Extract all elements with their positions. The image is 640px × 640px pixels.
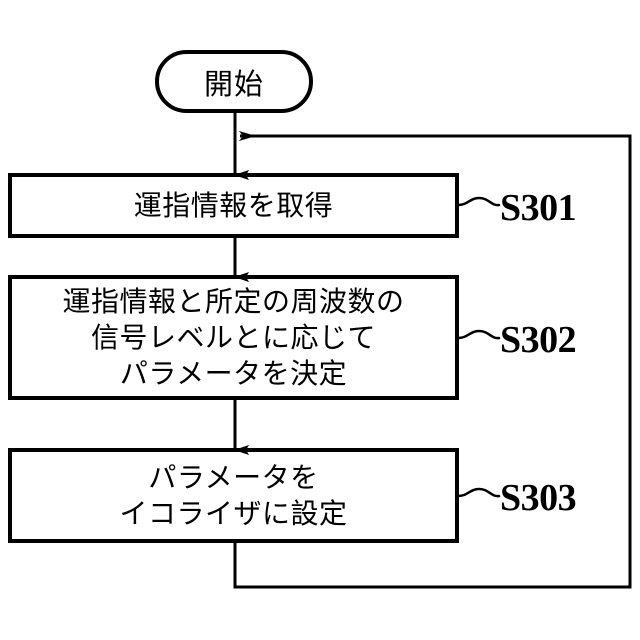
- process-box-s302: [8, 275, 459, 400]
- step-reference-s302: S302: [500, 319, 577, 361]
- process-box-s301: [8, 173, 459, 238]
- process-box-s303: [8, 448, 459, 543]
- connector-loop-back: [233, 131, 632, 589]
- step-reference-s303: S303: [500, 477, 577, 519]
- leader-s303-icon: [456, 487, 501, 498]
- terminator-start-shape: [155, 50, 313, 113]
- step-reference-s301: S301: [500, 187, 577, 229]
- leader-s302-icon: [456, 329, 501, 340]
- leader-s301-icon: [456, 196, 501, 207]
